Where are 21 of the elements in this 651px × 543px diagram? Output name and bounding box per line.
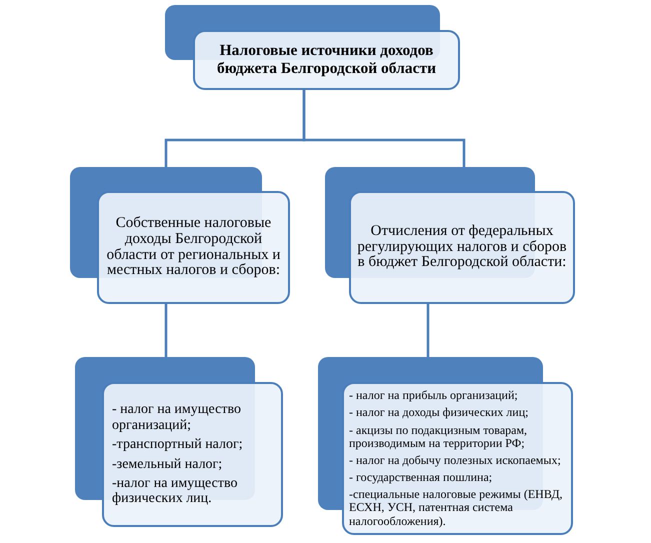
node-text: Отчисления от федеральных регулирующих налогов и сборов в бюджет Белгородской области: (357, 224, 567, 272)
list-item-text: - налог на добычу полезных ископаемых; (349, 454, 562, 468)
list-item-text: - акцизы по подакцизным товарам, производимым на территории РФ; (349, 424, 528, 450)
layered-box (318, 357, 573, 535)
layered-box (70, 167, 290, 304)
list-item-text: -налог на имущество физических лиц. (112, 476, 238, 507)
connector-line (164, 304, 168, 357)
layered-box (325, 167, 575, 304)
connector-line (426, 304, 430, 357)
layered-box (165, 5, 460, 90)
list-item-text: -транспортный налог; (112, 437, 244, 452)
list-item-text: - налог на прибыль организаций; (349, 389, 519, 402)
list-item-text: -специальные налоговые режимы (ЕНВД, ЕСХН, УСН, патентная система налогообложения). (349, 488, 564, 528)
list-item-text: - налог на имущество организаций; (112, 402, 242, 434)
list-item-text: - налог на доходы физических лиц; (349, 406, 530, 420)
layered-box (75, 357, 283, 527)
node-text: Собственные налоговые доходы Белгородской области от региональных и местных налогов и сборов: (106, 216, 282, 279)
list-item-text: -земельный налог; (112, 456, 224, 472)
node-text: Налоговые источники доходов бюджета Белгородской области (216, 42, 438, 78)
connector-line (302, 90, 466, 167)
list-item-text: - государственная пошлина; (349, 471, 494, 484)
